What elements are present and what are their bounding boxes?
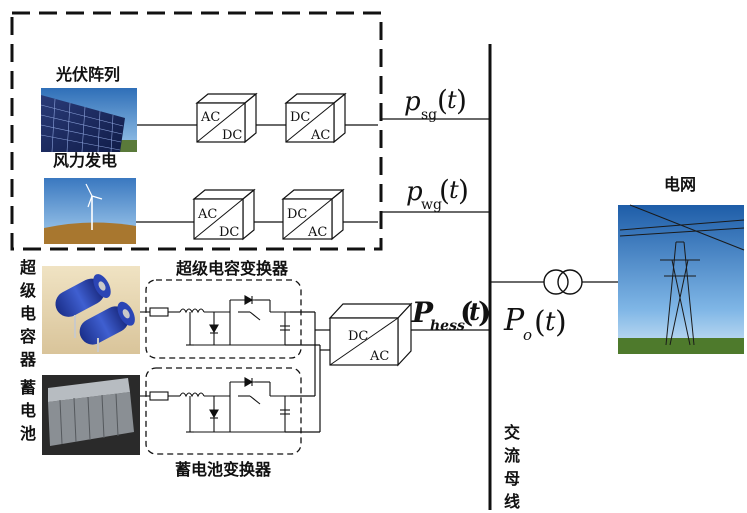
pwg-signal-label: p wg ( t ) (406, 174, 469, 213)
psg-signal-label: p sg ( t ) (404, 84, 467, 123)
svg-text:hess: hess (430, 318, 465, 334)
svg-text:): ) (458, 174, 469, 207)
grid-label: 电网 (664, 175, 696, 194)
svg-text:池: 池 (20, 424, 36, 443)
svg-text:P: P (411, 296, 434, 329)
battery-label: 蓄 电 池 (20, 378, 36, 443)
svg-text:(: ( (439, 174, 450, 207)
svg-text:电: 电 (20, 304, 36, 323)
svg-text:交: 交 (504, 423, 520, 442)
svg-text:器: 器 (19, 350, 37, 369)
svg-text:sg: sg (421, 107, 437, 123)
svg-text:流: 流 (504, 446, 520, 465)
supercap-label: 超 级 电 容 器 (19, 258, 37, 369)
power-grid-image (618, 204, 745, 354)
svg-text:(: ( (437, 84, 448, 117)
pv-array-label: 光伏阵列 (55, 65, 120, 84)
svg-text:(: ( (460, 296, 473, 329)
svg-text:DC: DC (287, 207, 307, 222)
svg-text:母: 母 (504, 469, 520, 488)
transformer-icon (543, 269, 583, 295)
svg-text:AC: AC (307, 225, 327, 240)
svg-text:AC: AC (369, 349, 389, 364)
battery-converter-box (145, 367, 302, 455)
svg-text:o: o (523, 326, 532, 344)
battery-image (42, 375, 140, 455)
svg-text:): ) (456, 84, 467, 117)
hess-dc-ac-converter: DC AC (328, 302, 413, 367)
svg-text:DC: DC (222, 128, 242, 143)
svg-text:DC: DC (219, 225, 239, 240)
phess-signal-label: P hess ( t ) (411, 296, 491, 334)
svg-text:): ) (555, 305, 567, 340)
battery-converter-label: 蓄电池变换器 (175, 460, 272, 479)
svg-text:): ) (478, 296, 491, 329)
svg-text:t: t (449, 176, 459, 204)
svg-text:容: 容 (19, 327, 36, 346)
svg-text:wg: wg (421, 197, 442, 213)
supercap-converter-box (145, 279, 302, 359)
pv-ac-dc-converter: AC DC (195, 92, 258, 144)
pv-dc-ac-converter: DC AC (284, 92, 347, 144)
supercap-bidirectional-dc-dc-circuit (140, 295, 290, 346)
svg-text:线: 线 (504, 492, 520, 511)
wind-ac-dc-converter: AC DC (192, 188, 256, 241)
battery-bidirectional-dc-dc-circuit (140, 377, 290, 433)
svg-text:p: p (404, 87, 421, 117)
svg-text:超: 超 (19, 258, 37, 277)
ac-bus-label: 交 流 母 线 (504, 423, 520, 511)
svg-text:(: ( (534, 305, 546, 340)
svg-text:AC: AC (310, 128, 330, 143)
svg-text:P: P (503, 303, 525, 338)
wind-turbine-image (44, 178, 136, 244)
renewable-group-frame (10, 11, 383, 251)
pv-array-image (40, 88, 137, 153)
svg-text:电: 电 (20, 401, 36, 420)
svg-text:t: t (545, 307, 556, 337)
svg-text:DC: DC (290, 110, 310, 125)
wind-power-label: 风力发电 (53, 151, 117, 170)
svg-text:p: p (406, 177, 423, 207)
po-signal-label: P o ( t ) (503, 303, 567, 344)
supercap-converter-label: 超级电容变换器 (175, 259, 289, 278)
svg-text:AC: AC (200, 110, 220, 125)
svg-text:t: t (469, 297, 480, 326)
svg-text:蓄: 蓄 (20, 378, 36, 397)
svg-text:t: t (447, 86, 457, 114)
hess-dc-link (285, 311, 330, 433)
svg-text:级: 级 (20, 281, 37, 300)
supercap-image (42, 266, 140, 354)
svg-text:DC: DC (348, 329, 368, 344)
wind-dc-ac-converter: DC AC (281, 188, 345, 241)
svg-text:AC: AC (197, 207, 217, 222)
